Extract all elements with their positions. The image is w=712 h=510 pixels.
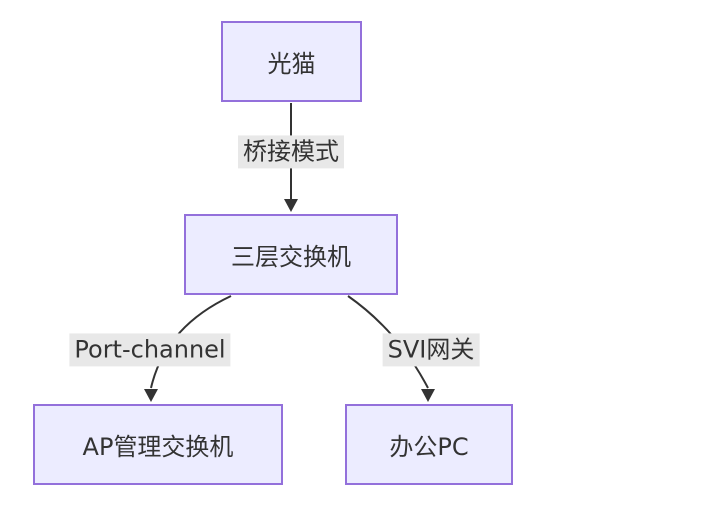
arrowhead-modem-to-l3switch xyxy=(284,199,298,212)
edge-label-bridge-mode: 桥接模式 xyxy=(238,135,344,169)
node-modem: 光猫 xyxy=(221,21,362,102)
node-office-pc-label: 办公PC xyxy=(389,433,469,461)
arrowhead-l3switch-to-apswitch xyxy=(144,389,158,402)
node-ap-switch-label: AP管理交换机 xyxy=(82,433,234,461)
node-ap-switch: AP管理交换机 xyxy=(33,404,283,485)
arrowhead-l3switch-to-officepc xyxy=(421,389,435,402)
node-modem-label: 光猫 xyxy=(267,50,316,78)
edge-label-port-channel: Port-channel xyxy=(69,333,231,367)
node-l3-switch: 三层交换机 xyxy=(184,214,398,295)
node-office-pc: 办公PC xyxy=(345,404,513,485)
edge-label-svi-gateway: SVI网关 xyxy=(382,333,480,367)
node-l3-switch-label: 三层交换机 xyxy=(231,243,351,271)
